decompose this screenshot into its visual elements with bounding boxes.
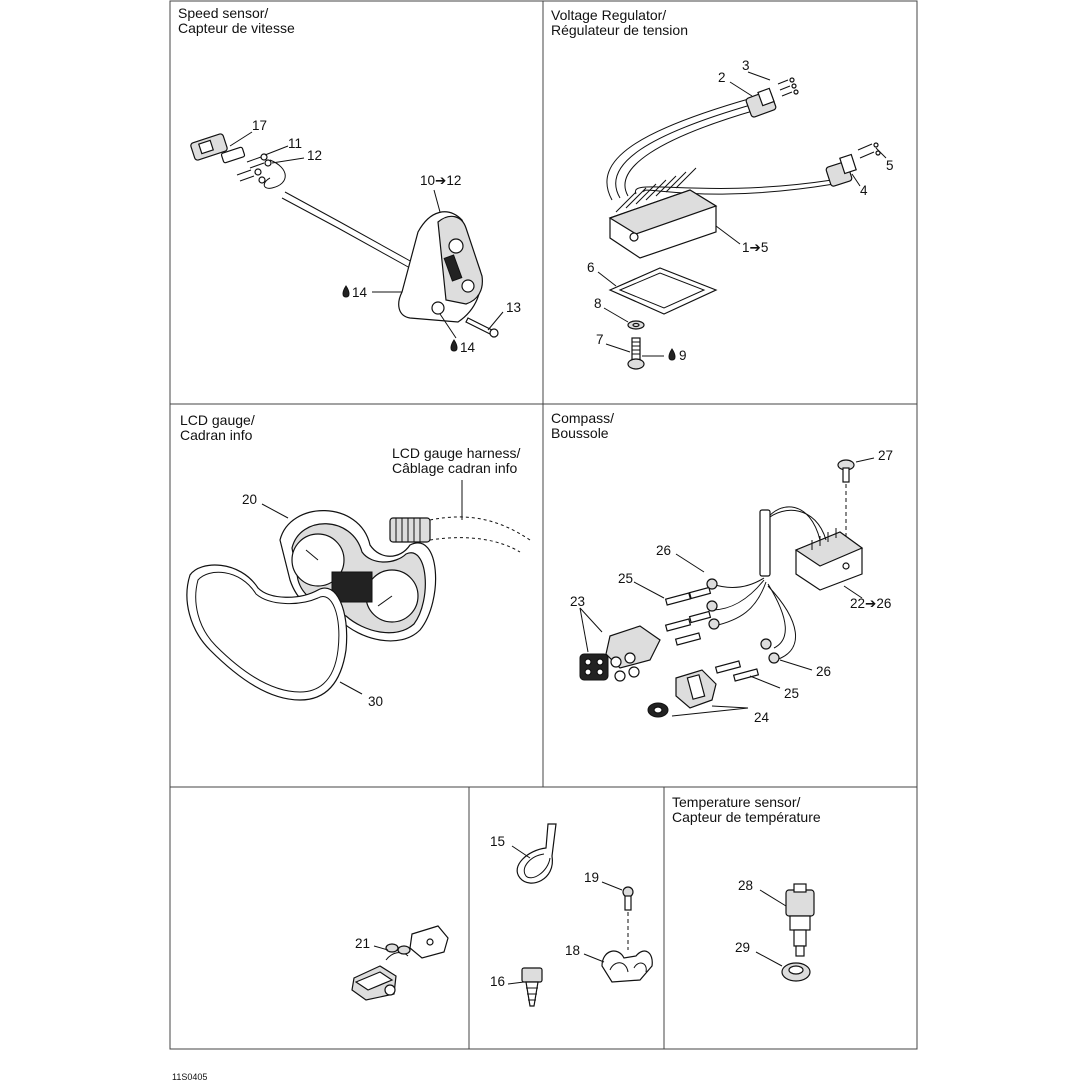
- sealant-drop-icon: [668, 348, 676, 361]
- compass-leaders: [579, 553, 863, 717]
- callout-20: 20: [242, 492, 257, 507]
- speed-sensor-title-line1: Speed sensor/: [178, 5, 268, 21]
- sealant-drop-icon: [450, 339, 458, 352]
- compass-harness: [711, 506, 827, 661]
- speed-sensor-leaders: [229, 131, 504, 339]
- lcd-harness-dashed: [389, 480, 531, 553]
- temperature-sensor-seal: [781, 962, 811, 982]
- speed-sensor-wire: [281, 191, 413, 269]
- callout-16: 16: [490, 974, 505, 989]
- callout-10-12: 10➔12: [420, 173, 461, 188]
- sealant-drop-icon: [342, 285, 350, 298]
- callout-3: 3: [742, 58, 750, 73]
- screw-19: [622, 886, 634, 950]
- misc-part-panel: 21: [351, 925, 449, 1001]
- callout-25-b: 25: [784, 686, 799, 701]
- bracket-assembly: [351, 925, 449, 1001]
- regulator-bolt: [627, 337, 645, 370]
- callout-26-a: 26: [656, 543, 671, 558]
- lcd-gauge-leaders: [261, 503, 363, 695]
- compass-panel: Compass/ Boussole: [551, 410, 893, 725]
- callout-27: 27: [878, 448, 893, 463]
- compass-module: [794, 528, 864, 591]
- lcd-harness-label-line1: LCD gauge harness/: [392, 445, 521, 461]
- callout-22-26: 22➔26: [850, 596, 891, 611]
- callout-9: 9: [679, 348, 687, 363]
- lcd-harness-label-line2: Câblage cadran info: [392, 460, 518, 476]
- screw-16: [521, 967, 543, 1007]
- speed-sensor-panel: Speed sensor/ Capteur de vitesse: [178, 5, 521, 355]
- callout-13: 13: [506, 300, 521, 315]
- callout-24: 24: [754, 710, 770, 725]
- callout-18: 18: [565, 943, 580, 958]
- lcd-gauge-title-line2: Cadran info: [180, 427, 253, 443]
- callout-4: 4: [860, 183, 868, 198]
- compass-terminals-upper: [664, 578, 720, 646]
- callout-14-a: 14: [352, 285, 368, 300]
- callout-8: 8: [594, 296, 602, 311]
- callout-14-b: 14: [460, 340, 476, 355]
- speed-sensor-title-line2: Capteur de vitesse: [178, 20, 295, 36]
- callout-11: 11: [288, 136, 302, 151]
- compass-connector-4pin: [579, 625, 661, 682]
- callout-26-b: 26: [816, 664, 831, 679]
- temperature-sensor-leaders: [755, 889, 787, 967]
- compass-title-line2: Boussole: [551, 425, 609, 441]
- regulator-leaders: [597, 71, 887, 357]
- voltage-regulator-panel: Voltage Regulator/ Régulateur de tension: [551, 7, 894, 370]
- fasteners-panel: 15 19 18 16: [490, 823, 653, 1007]
- regulator-gasket: [608, 267, 718, 315]
- callout-17: 17: [252, 118, 267, 133]
- temperature-sensor-title-line1: Temperature sensor/: [672, 794, 801, 810]
- lcd-gauge-bezel: [186, 564, 348, 701]
- regulator-washer: [627, 320, 645, 330]
- regulator-body: [608, 167, 718, 259]
- lcd-gauge-panel: LCD gauge/ Cadran info LCD gauge harness…: [180, 412, 531, 709]
- callout-28: 28: [738, 878, 753, 893]
- callout-25-a: 25: [618, 571, 633, 586]
- speed-sensor-screw: [465, 317, 499, 338]
- compass-terminals-lower: [714, 638, 780, 682]
- voltage-regulator-title-line1: Voltage Regulator/: [551, 7, 666, 23]
- speed-sensor-connector: [190, 133, 246, 164]
- speed-sensor-body: [398, 211, 483, 323]
- compass-title-line1: Compass/: [551, 410, 614, 426]
- callout-7: 7: [596, 332, 604, 347]
- regulator-connector-2pin: [825, 142, 881, 187]
- compass-connector-2pin: [647, 669, 717, 718]
- speed-sensor-terminals: [236, 153, 286, 189]
- tie-wrap: [516, 823, 557, 884]
- lcd-gauge-title-line1: LCD gauge/: [180, 412, 255, 428]
- compass-screw: [837, 457, 875, 540]
- callout-23: 23: [570, 594, 585, 609]
- callout-1-5: 1➔5: [742, 240, 768, 255]
- callout-12: 12: [307, 148, 322, 163]
- figure-code: 11S0405: [172, 1072, 207, 1082]
- temperature-sensor-body: [785, 883, 815, 957]
- callout-15: 15: [490, 834, 505, 849]
- callout-2: 2: [718, 70, 726, 85]
- callout-19: 19: [584, 870, 599, 885]
- regulator-wires: [606, 97, 835, 201]
- regulator-connector-3pin: [745, 77, 799, 118]
- fasteners-leaders: [507, 845, 623, 985]
- callout-5: 5: [886, 158, 894, 173]
- clip-18: [601, 950, 653, 983]
- voltage-regulator-title-line2: Régulateur de tension: [551, 22, 688, 38]
- panel-grid: [169, 0, 918, 1050]
- callout-30: 30: [368, 694, 383, 709]
- temperature-sensor-panel: Temperature sensor/ Capteur de températu…: [672, 794, 821, 982]
- callout-6: 6: [587, 260, 595, 275]
- callout-29: 29: [735, 940, 750, 955]
- callout-21: 21: [355, 936, 370, 951]
- temperature-sensor-title-line2: Capteur de température: [672, 809, 821, 825]
